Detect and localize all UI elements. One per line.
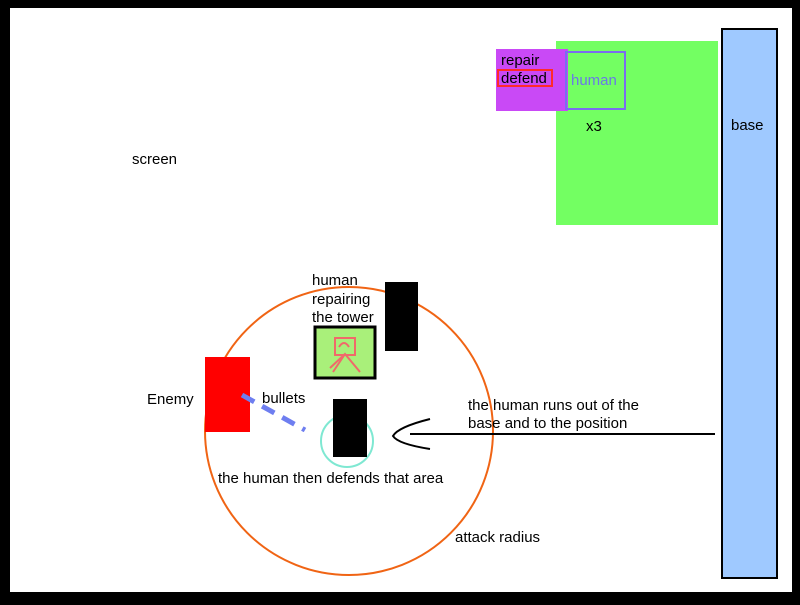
attack-radius-label: attack radius <box>455 529 540 546</box>
defends-area-label: the human then defends that area <box>218 470 444 487</box>
defending-human-block <box>333 399 367 457</box>
screen-label: screen <box>132 151 177 168</box>
repair-option: repair <box>501 52 539 69</box>
arrow-left-icon <box>391 418 715 450</box>
tower-upper <box>385 282 418 351</box>
human-repairing-label-3: the tower <box>312 309 374 326</box>
runs-out-label-2: base and to the position <box>468 415 627 432</box>
human-repairing-label-1: human <box>312 272 358 289</box>
human-repairing-sketch-icon <box>313 325 377 380</box>
defend-option-outline <box>497 69 553 87</box>
bullets-trail <box>240 392 307 433</box>
human-unit-label: human <box>571 72 617 89</box>
command-menu <box>496 49 568 111</box>
base-label: base <box>731 117 764 134</box>
bullets-label: bullets <box>262 390 305 407</box>
defend-option: defend <box>501 70 547 87</box>
human-unit-box <box>565 51 626 110</box>
runs-out-label-1: the human runs out of the <box>468 397 639 414</box>
base-column <box>721 28 778 579</box>
enemy-label: Enemy <box>147 391 194 408</box>
multiplier-label: x3 <box>586 118 602 135</box>
human-repairing-label-2: repairing <box>312 291 370 308</box>
base-green-area <box>556 41 718 225</box>
